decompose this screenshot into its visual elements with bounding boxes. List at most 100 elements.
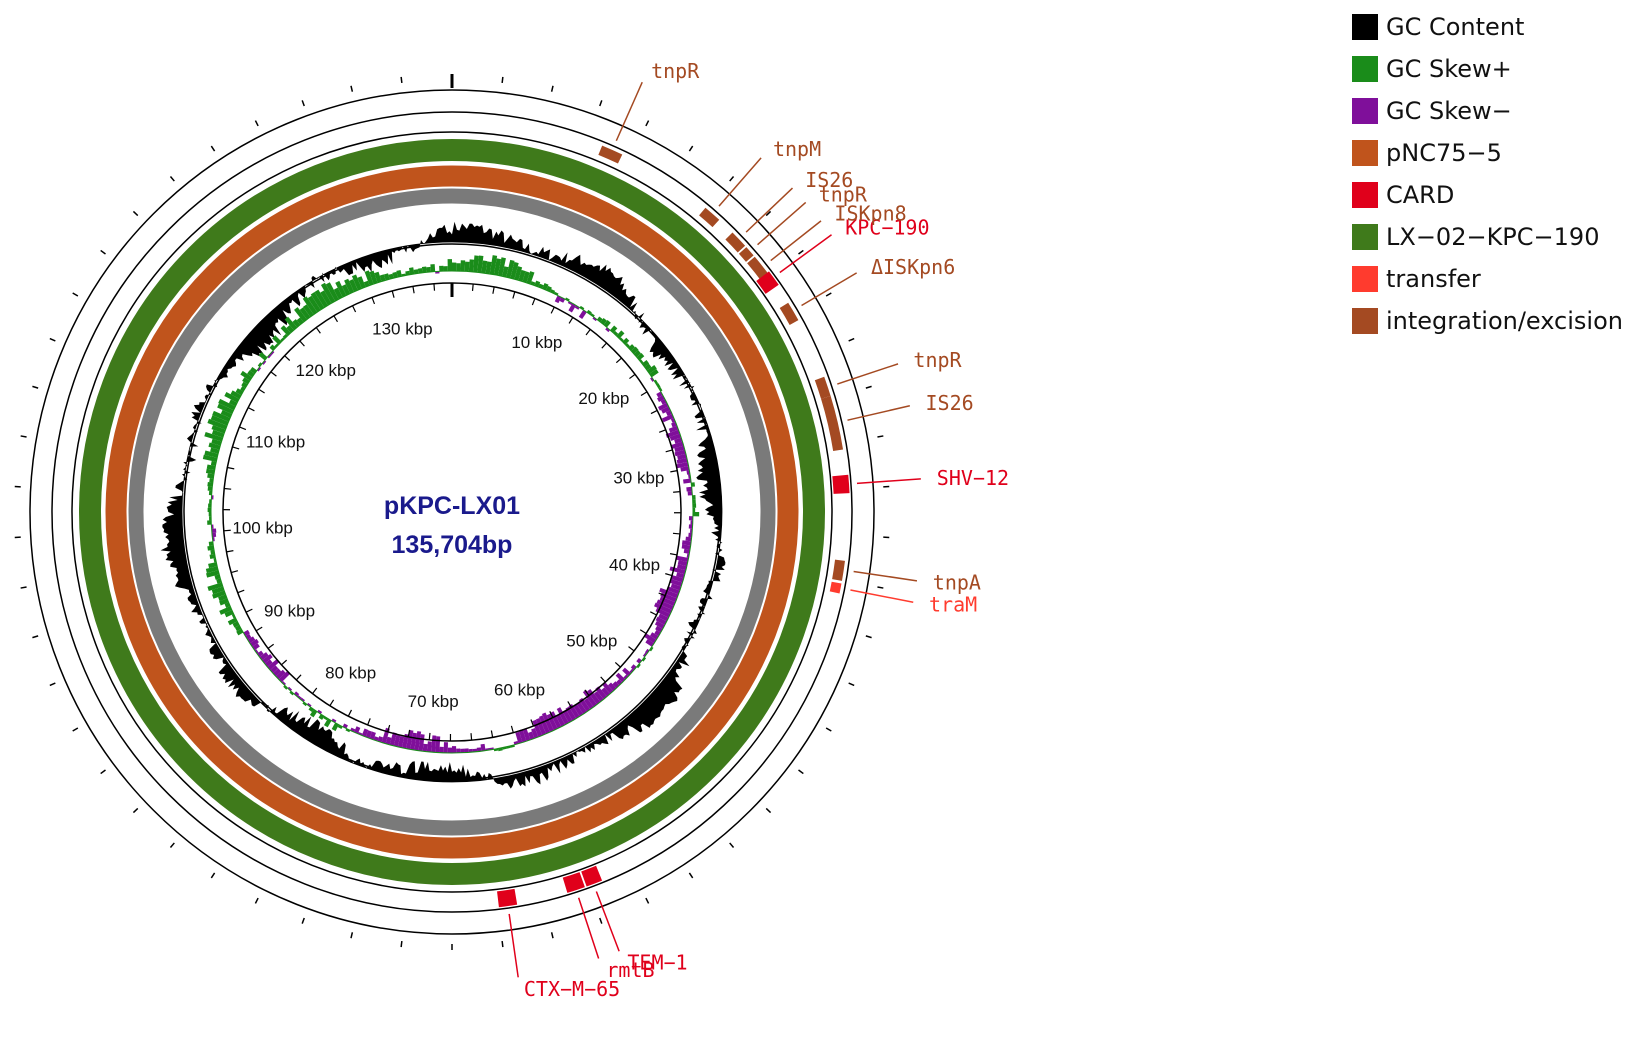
gc-skew-plus-segment xyxy=(303,304,314,318)
gc-skew-minus-segment xyxy=(671,441,684,449)
gc-skew-plus-segment xyxy=(586,309,592,315)
gc-skew-minus-segment xyxy=(554,295,562,304)
gc-skew-minus-segment xyxy=(353,726,361,734)
gc-skew-plus-segment xyxy=(565,297,570,302)
gc-skew-plus-segment xyxy=(204,450,219,458)
gc-skew-plus-segment xyxy=(207,418,228,430)
inner-tick xyxy=(284,355,291,361)
gc-skew-plus-segment xyxy=(542,282,549,291)
inner-tick xyxy=(650,611,657,616)
legend-item: GC Skew− xyxy=(1352,90,1623,132)
inner-tick xyxy=(530,719,534,727)
outer-tick xyxy=(301,100,305,107)
gc-skew-minus-segment xyxy=(556,714,566,727)
gc-skew-minus-segment xyxy=(674,449,686,457)
gc-skew-plus-segment xyxy=(210,415,229,426)
outer-tick xyxy=(798,249,804,255)
legend-item: integration/excision xyxy=(1352,300,1623,342)
gc-skew-plus-segment xyxy=(357,276,366,289)
outer-tick xyxy=(825,727,832,732)
gc-skew-plus-segment xyxy=(294,307,307,323)
gc-skew-minus-segment xyxy=(211,532,217,538)
feature-labels: tnpRtnpMIS26tnpRKPC−190ISKpn8ΔISKpn6tnpR… xyxy=(524,59,1009,1001)
gc-skew-minus-segment xyxy=(661,406,671,414)
gc-skew-minus-segment xyxy=(287,686,293,692)
gc-skew-minus-segment xyxy=(602,682,614,694)
gc-skew-plus-segment xyxy=(208,541,214,547)
gc-skew-plus-segment xyxy=(240,386,246,392)
leader-line xyxy=(615,81,643,142)
legend-swatch xyxy=(1352,266,1378,292)
inner-tick xyxy=(492,286,495,294)
outer-tick xyxy=(599,917,603,924)
outer-tick xyxy=(20,435,27,438)
feature-block-card xyxy=(756,271,779,294)
gc-skew-plus-segment xyxy=(692,499,696,504)
gc-skew-minus-segment xyxy=(680,466,690,472)
gc-skew-minus-segment xyxy=(556,707,569,725)
gc-skew-plus-segment xyxy=(212,590,226,599)
gc-skew-plus-segment xyxy=(417,268,423,274)
inner-tick xyxy=(239,426,247,431)
outer-tick xyxy=(798,769,804,775)
gc-skew-plus-segment xyxy=(333,287,343,300)
inner-tick xyxy=(659,429,666,433)
outer-tick xyxy=(254,897,259,904)
feature-label: TEM−1 xyxy=(627,950,687,974)
gc-skew-plus-segment xyxy=(217,403,234,414)
feature-label: tnpR xyxy=(819,183,868,207)
gc-skew-plus-segment xyxy=(240,370,253,381)
gc-skew-plus-segment xyxy=(207,507,212,512)
inner-tick xyxy=(470,733,473,741)
gc-skew-minus-segment xyxy=(623,674,629,680)
ring-lx02-kpc190 xyxy=(79,139,825,885)
gc-skew-plus-segment xyxy=(335,280,347,298)
gc-skew-plus-segment xyxy=(207,520,212,525)
gc-skew-plus-segment xyxy=(610,325,618,333)
outer-tick xyxy=(400,76,403,84)
gc-skew-plus-segment xyxy=(224,392,240,403)
gc-skew-plus-segment xyxy=(309,709,318,718)
inner-tick xyxy=(665,449,673,453)
leader-line xyxy=(856,478,921,485)
gc-skew-plus-segment xyxy=(658,386,663,392)
legend-item: pNC75−5 xyxy=(1352,132,1623,174)
gc-skew-plus-segment xyxy=(331,722,339,732)
gc-skew-plus-segment xyxy=(613,330,619,336)
gc-skew-minus-segment xyxy=(656,599,674,611)
gc-skew-plus-segment xyxy=(206,570,220,578)
gc-skew-plus-segment xyxy=(205,566,219,574)
inner-tick xyxy=(226,550,234,553)
legend-item: GC Skew+ xyxy=(1352,48,1623,90)
gc-skew-minus-segment xyxy=(550,711,562,729)
gc-skew-plus-segment xyxy=(590,312,595,318)
gc-skew-minus-segment xyxy=(452,746,457,753)
inner-tick xyxy=(584,689,590,696)
outer-tick xyxy=(501,940,504,948)
feature-label: rmtB xyxy=(606,958,654,982)
gc-skew-minus-segment xyxy=(578,309,587,320)
inner-tick xyxy=(531,298,536,306)
outer-tick xyxy=(49,682,56,687)
gc-skew-plus-segment xyxy=(351,274,362,291)
gc-skew-plus-segment xyxy=(242,377,250,385)
outer-tick xyxy=(49,337,56,342)
scale-label: 90 kbp xyxy=(264,602,315,621)
gc-skew-minus-segment xyxy=(252,643,260,651)
gc-skew-plus-segment xyxy=(364,270,374,286)
gc-skew-minus-segment xyxy=(361,728,369,737)
inner-tick xyxy=(568,317,574,324)
gc-skew-plus-segment xyxy=(502,266,509,278)
gc-skew-minus-segment xyxy=(674,437,683,444)
gc-skew-minus-segment xyxy=(447,747,452,753)
gc-skew-minus-segment xyxy=(674,445,685,453)
gc-skew-minus-segment xyxy=(300,697,305,702)
leader-line xyxy=(718,157,762,207)
gc-skew-plus-segment xyxy=(654,379,659,385)
feature-block-integration xyxy=(725,232,746,253)
gc-skew-plus-segment xyxy=(522,271,530,283)
gc-skew-minus-segment xyxy=(573,704,584,717)
gc-skew-plus-segment xyxy=(477,255,484,273)
gc-skew-minus-segment xyxy=(677,453,687,460)
legend-swatch xyxy=(1352,308,1378,334)
